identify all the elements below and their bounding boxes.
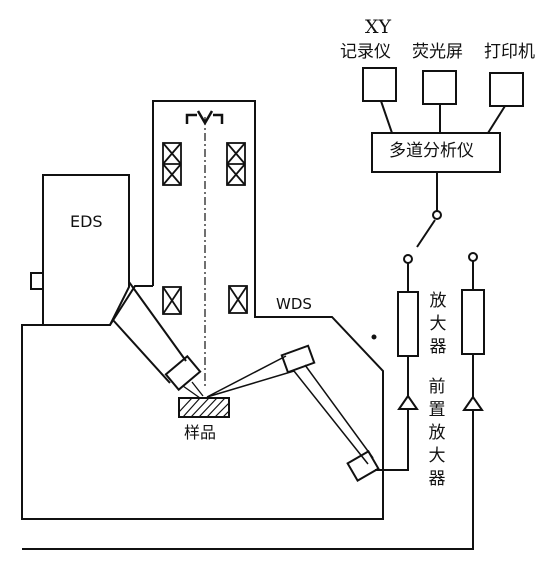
wds-signal-line	[375, 409, 409, 471]
screen-label: 荧光屏	[412, 42, 463, 62]
preamp-triangle-left	[397, 394, 419, 410]
column-outline	[21, 100, 384, 520]
wds-xray-paths	[206, 355, 374, 465]
amplifier-output-lines	[407, 354, 474, 397]
sample-hatching	[178, 397, 230, 418]
recorder-label: 记录仪	[340, 42, 391, 62]
eds-detector-head	[164, 354, 202, 392]
wds-crystal	[280, 344, 316, 374]
wds-detector	[346, 449, 380, 483]
preamp-triangle-right	[462, 395, 484, 411]
amplifier-box-right	[461, 289, 485, 355]
eds-signal-line	[22, 410, 474, 550]
switch-contact-left	[403, 254, 413, 264]
printer-label: 打印机	[484, 42, 535, 62]
eds-housing	[42, 174, 130, 326]
xy-label: XY	[365, 16, 392, 38]
column-top-mark	[185, 110, 224, 126]
eds-probe-arm	[112, 281, 187, 384]
eds-side-knob	[30, 272, 44, 290]
fluorescent-screen-box	[422, 70, 457, 105]
printer-box	[489, 72, 524, 107]
eds-beam-lines	[182, 381, 204, 399]
amplifier-box-left	[397, 291, 419, 357]
lens-coils	[162, 142, 248, 315]
eds-label: EDS	[70, 212, 103, 231]
analyzer-label: 多道分析仪	[389, 141, 474, 161]
switch-contact-right	[468, 252, 478, 262]
device-connection-lines	[380, 100, 506, 134]
xy-recorder-box	[362, 67, 397, 102]
stray-dot	[371, 334, 377, 340]
sample-label: 样品	[184, 423, 217, 442]
sample-block	[178, 397, 230, 418]
preamp-label: 前置放大器	[428, 377, 446, 489]
amplifier-label: 放大器	[429, 291, 447, 357]
wds-label: WDS	[276, 295, 312, 313]
analyzer-switch-lines	[407, 172, 474, 292]
switch-contact-top	[432, 210, 442, 220]
